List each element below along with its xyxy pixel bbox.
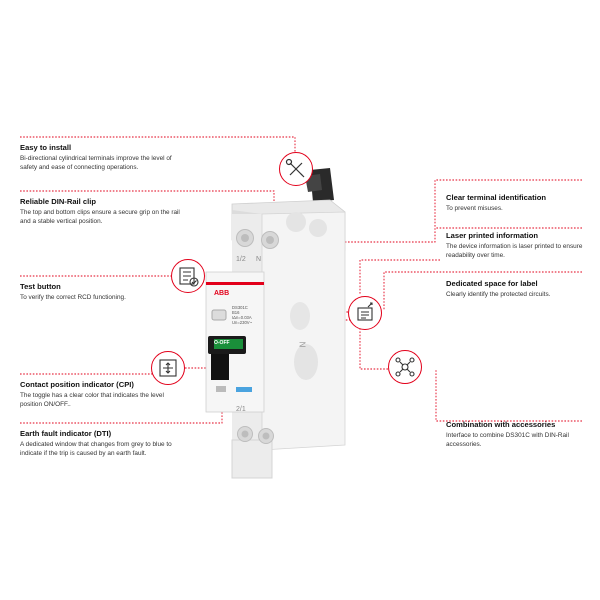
feature-dti: Earth fault indicator (DTI) A dedicated … [20, 429, 185, 458]
feature-title: Combination with accessories [446, 420, 556, 429]
brand-stripe [206, 282, 264, 285]
accessory-network-icon [388, 350, 422, 384]
feature-title: Easy to install [20, 143, 72, 152]
terminal-label-bottom: 2/1 [236, 406, 246, 413]
feature-desc: The device information is laser printed … [446, 243, 583, 259]
checklist-icon [171, 259, 205, 293]
feature-desc: To verify the correct RCD functioning. [20, 294, 126, 301]
connector-din-clip [20, 190, 275, 213]
feature-title: Test button [20, 282, 61, 291]
tools-icon [279, 152, 313, 186]
feature-title: Reliable DIN-Rail clip [20, 197, 96, 206]
toggle-label: O-OFF [214, 340, 230, 346]
position-indicator-icon [151, 351, 185, 385]
device-model: DS301C [232, 305, 248, 310]
device-voltage: Un=230V~ [232, 320, 253, 325]
feature-desc: The toggle has a clear color that indica… [20, 392, 164, 408]
device-rating: B16 [232, 310, 240, 315]
label-tag-icon [348, 296, 382, 330]
test-button [211, 309, 227, 321]
feature-title: Contact position indicator (CPI) [20, 380, 134, 389]
feature-title: Earth fault indicator (DTI) [20, 429, 112, 438]
feature-desc: Clearly identify the protected circuits. [446, 291, 551, 298]
feature-title: Clear terminal identification [446, 193, 547, 202]
feature-test-button: Test button To verify the correct RCD fu… [20, 282, 185, 303]
feature-cpi: Contact position indicator (CPI) The tog… [20, 380, 185, 409]
device-brand-logo: ABB [214, 290, 230, 297]
connector-easy-install [20, 136, 296, 153]
feature-desc: The top and bottom clips ensure a secure… [20, 209, 180, 225]
feature-easy-install: Easy to install Bi-directional cylindric… [20, 143, 185, 172]
feature-terminal-id: Clear terminal identification To prevent… [446, 193, 586, 214]
terminal-label-top: 1/2 [236, 256, 246, 263]
device-spec-text: DS301C B16 IΔn=0.03A Un=230V~ [232, 305, 262, 325]
device-sensitivity: IΔn=0.03A [232, 315, 252, 320]
feature-laser-info: Laser printed information The device inf… [446, 231, 586, 260]
feature-accessories: Combination with accessories Interface t… [446, 420, 586, 449]
feature-title: Dedicated space for label [446, 279, 538, 288]
feature-desc: A dedicated window that changes from gre… [20, 441, 172, 457]
side-mark: N [298, 341, 308, 348]
feature-desc: Bi-directional cylindrical terminals imp… [20, 155, 172, 171]
feature-din-rail-clip: Reliable DIN-Rail clip The top and botto… [20, 197, 185, 226]
terminal-label-top-n: N [256, 256, 262, 263]
feature-label-space: Dedicated space for label Clearly identi… [446, 279, 586, 300]
feature-title: Laser printed information [446, 231, 538, 240]
feature-desc: Interface to combine DS301C with DIN-Rai… [446, 432, 569, 448]
dti-window [216, 386, 226, 392]
feature-desc: To prevent misuses. [446, 205, 503, 212]
